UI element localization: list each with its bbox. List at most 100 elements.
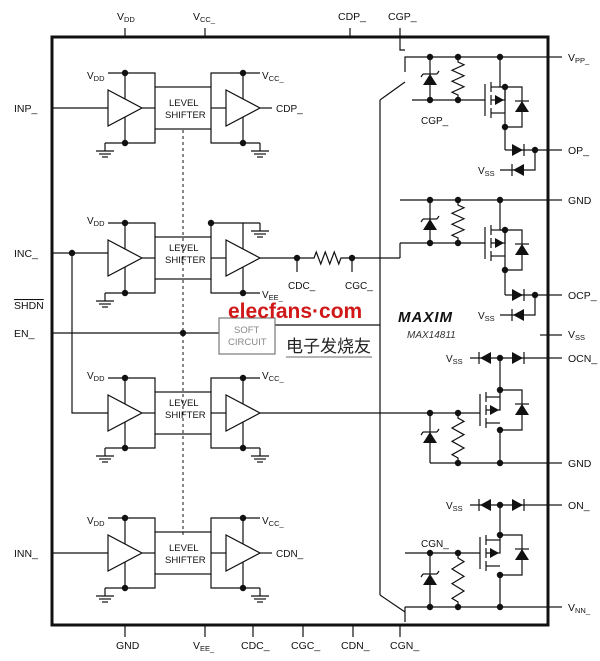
junction-dot xyxy=(121,514,129,522)
switch-icon xyxy=(379,594,406,613)
resistor-icon xyxy=(450,57,466,100)
pin-cgp: CGP_ xyxy=(388,11,417,23)
junction-dot xyxy=(121,69,129,77)
wire xyxy=(499,57,505,88)
pin-vss: VSS xyxy=(568,329,585,342)
wire xyxy=(210,517,260,532)
pin-ocp: OCP_ xyxy=(568,290,597,302)
pin-ocn: OCN_ xyxy=(568,353,597,365)
wire xyxy=(210,129,260,144)
wire xyxy=(210,222,244,249)
junction-dot xyxy=(496,459,504,467)
diode-icon xyxy=(512,144,523,156)
level-shifter-label: LEVEL xyxy=(169,543,199,554)
zener-icon xyxy=(420,218,424,223)
junction-dot xyxy=(239,69,247,77)
zener-icon xyxy=(420,73,424,78)
pin-cgc: CGC_ xyxy=(291,640,320,652)
channel-1-labels: VDD VCC_ LEVEL SHIFTER CDP_ xyxy=(87,71,303,121)
wire xyxy=(486,397,501,411)
junction-dot xyxy=(454,96,462,104)
cgn-node-label: CGN_ xyxy=(421,539,449,550)
junction-dot xyxy=(454,239,462,247)
pin-inn: INN_ xyxy=(14,548,38,560)
junction-dot xyxy=(239,444,247,452)
junction-dot xyxy=(207,219,215,227)
zener-icon xyxy=(436,215,440,220)
level-shifter-label: SHIFTER xyxy=(165,410,206,421)
diode-icon xyxy=(515,549,529,560)
vss-label: VSS xyxy=(478,166,495,178)
wire xyxy=(108,377,156,392)
junction-dot xyxy=(121,219,129,227)
watermark-cn: 电子发烧友 xyxy=(286,337,371,357)
diode-icon xyxy=(515,244,529,255)
junction-dot xyxy=(239,139,247,147)
diode-icon xyxy=(512,352,523,364)
level-shifter-label: SHIFTER xyxy=(165,555,206,566)
wire xyxy=(210,377,260,392)
pin-inc: INC_ xyxy=(14,248,38,260)
ic-outline xyxy=(50,35,550,627)
junction-dot xyxy=(179,329,187,337)
pin-gnd-bottom: GND xyxy=(116,640,140,652)
soft-circuit-label: CIRCUIT xyxy=(228,337,267,348)
wire xyxy=(124,422,156,449)
wire xyxy=(124,562,156,589)
vdd-label: VDD xyxy=(87,216,105,228)
wire xyxy=(404,56,548,72)
diode-icon xyxy=(480,499,491,511)
level-shifter-label: LEVEL xyxy=(169,243,199,254)
junction-dot xyxy=(68,249,76,257)
vss-label: VSS xyxy=(446,501,463,513)
diode-icon xyxy=(512,289,523,301)
diode-icon xyxy=(515,101,529,112)
wire xyxy=(210,279,260,294)
pin-gnd-1: GND xyxy=(568,195,592,207)
pin-cdc: CDC_ xyxy=(241,640,270,652)
junction-dot xyxy=(121,374,129,382)
junction-dot xyxy=(501,226,509,234)
switch-icon xyxy=(379,81,406,101)
junction-dot xyxy=(501,266,509,274)
pin-inp: INP_ xyxy=(14,103,38,115)
part-number: MAX14811 xyxy=(407,330,456,341)
junction-dot xyxy=(426,239,434,247)
junction-dot xyxy=(239,584,247,592)
zener-icon xyxy=(436,570,440,575)
junction-dot xyxy=(496,386,504,394)
zener-icon xyxy=(420,431,424,436)
vcc-label: VCC_ xyxy=(262,516,285,528)
junction-dot xyxy=(426,96,434,104)
pin-shdn: SHDN xyxy=(14,300,44,312)
zener-icon xyxy=(436,428,440,433)
vdd-label: VDD xyxy=(87,516,105,528)
pin-vcc-top: VCC_ xyxy=(193,11,216,24)
junction-dot xyxy=(496,603,504,611)
cdp-out-label: CDP_ xyxy=(276,104,303,115)
diode-icon xyxy=(513,164,524,176)
level-shifter-block xyxy=(154,531,212,575)
cgc-node-label: CGC_ xyxy=(345,281,373,292)
zener-icon xyxy=(420,573,424,578)
cdc-node-label: CDC_ xyxy=(288,281,316,292)
wire xyxy=(108,517,156,532)
junction-dot xyxy=(501,83,509,91)
zener-icon xyxy=(436,70,440,75)
maxim-logo: MAXIM xyxy=(398,309,453,326)
wire xyxy=(108,222,156,237)
wire xyxy=(124,267,156,294)
vss-label: VSS xyxy=(446,354,463,366)
level-shifter-label: LEVEL xyxy=(169,98,199,109)
pin-cdp: CDP_ xyxy=(338,11,366,23)
vcc-label: VCC_ xyxy=(262,371,285,383)
resistor-icon xyxy=(450,200,466,243)
diode-icon xyxy=(423,219,437,230)
junction-dot xyxy=(454,603,462,611)
wire xyxy=(210,72,260,87)
junction-dot xyxy=(121,584,129,592)
wire xyxy=(210,574,260,589)
wire xyxy=(124,117,156,144)
